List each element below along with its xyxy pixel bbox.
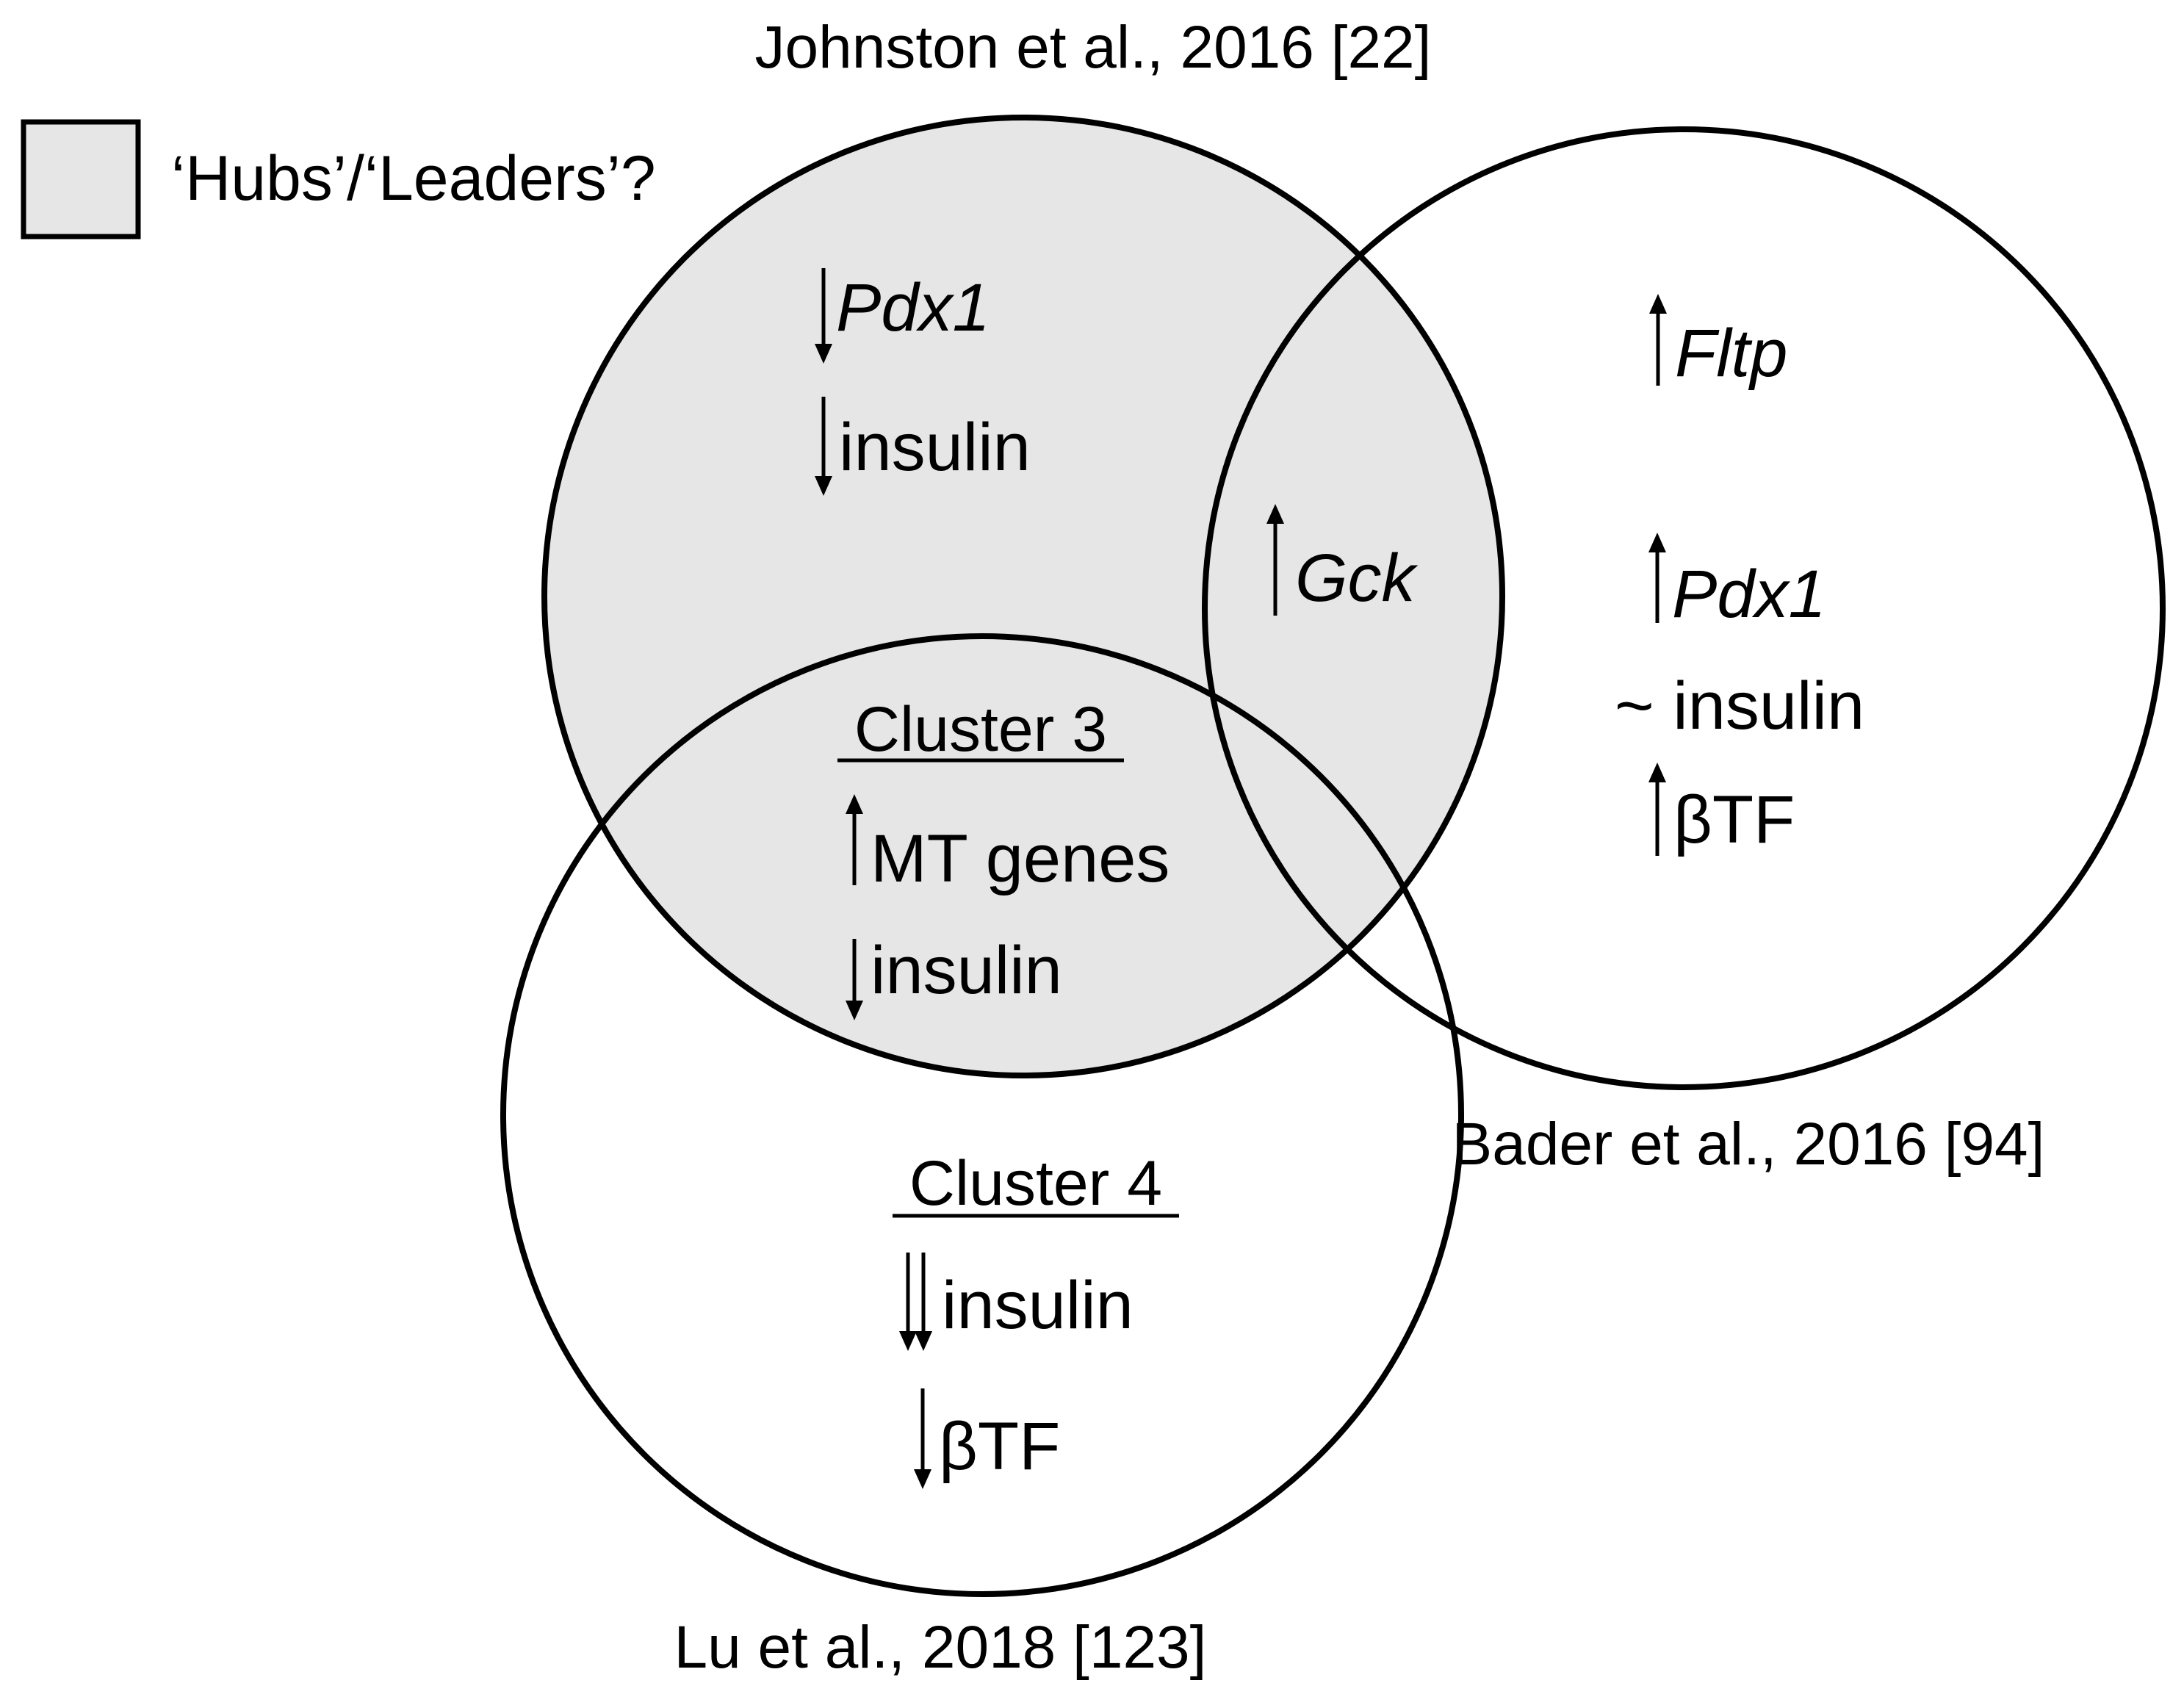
down-arrow-icon xyxy=(914,1388,931,1489)
item-text: insulin xyxy=(942,1268,1134,1343)
bader-item-fltp: Fltp xyxy=(1649,294,1787,391)
up-arrow-icon xyxy=(1266,504,1284,616)
down-arrow-icon xyxy=(815,268,832,364)
cluster4-item-insulin: insulin xyxy=(899,1253,1134,1351)
item-text: βTF xyxy=(1673,782,1795,857)
cluster3-item-insulin: insulin xyxy=(846,933,1062,1020)
double-down-arrow-icon xyxy=(899,1253,932,1351)
legend-label: ‘Hubs’/‘Leaders’? xyxy=(171,143,656,214)
bader-item-pdx1: Pdx1 xyxy=(1648,533,1826,632)
cluster3-title: Cluster 3 xyxy=(854,694,1107,765)
johnston-circle xyxy=(541,115,1505,1078)
johnston-item-insulin: insulin xyxy=(815,397,1031,496)
up-arrow-icon xyxy=(1648,763,1666,856)
legend-swatch xyxy=(21,119,141,239)
bader-item-insulin: ~ insulin xyxy=(1615,669,1864,743)
bader-item-btf: βTF xyxy=(1648,763,1795,857)
item-text: Pdx1 xyxy=(836,270,990,345)
bader-circle xyxy=(1202,126,2166,1090)
item-text: Fltp xyxy=(1675,316,1787,391)
item-text: insulin xyxy=(871,933,1062,1008)
lu-title: Lu et al., 2018 [123] xyxy=(674,1614,1207,1681)
up-arrow-icon xyxy=(846,794,863,885)
item-text: Pdx1 xyxy=(1672,557,1826,632)
cluster3-item-mt-genes: MT genes xyxy=(846,794,1170,896)
cluster4-item-btf: βTF xyxy=(914,1388,1060,1489)
johnston-title: Johnston et al., 2016 [22] xyxy=(755,14,1432,81)
down-arrow-icon xyxy=(815,397,832,496)
up-arrow-icon xyxy=(1649,294,1667,386)
item-text: βTF xyxy=(939,1409,1060,1484)
up-arrow-icon xyxy=(1648,533,1666,623)
lu-circle xyxy=(500,633,1464,1597)
overlap-jb-item-gck: Gck xyxy=(1266,504,1419,616)
johnston-item-pdx1: Pdx1 xyxy=(815,268,990,364)
item-text: insulin xyxy=(839,410,1031,485)
item-text: Gck xyxy=(1295,541,1419,616)
cluster4-title: Cluster 4 xyxy=(909,1148,1162,1219)
down-arrow-icon xyxy=(846,939,863,1020)
bader-title: Bader et al., 2016 [94] xyxy=(1452,1111,2045,1178)
item-text: MT genes xyxy=(871,821,1170,896)
